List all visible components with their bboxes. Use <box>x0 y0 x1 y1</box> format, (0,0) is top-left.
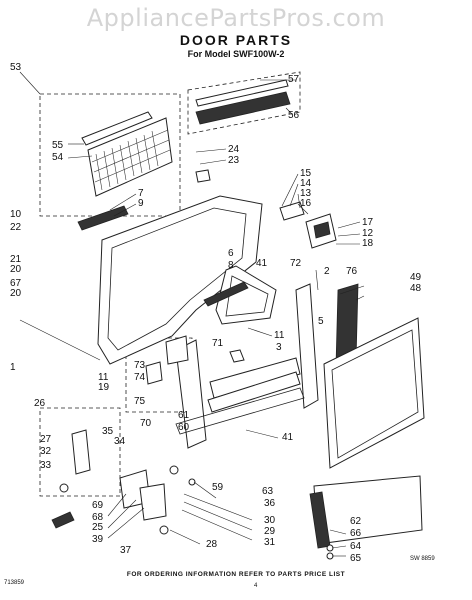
callout-5: 5 <box>318 316 324 327</box>
callout-59: 59 <box>212 482 224 493</box>
callout-2: 2 <box>324 266 330 277</box>
callout-61: 61 <box>178 410 190 421</box>
callout-11-b: 11 <box>98 372 109 383</box>
callout-75: 75 <box>134 396 146 407</box>
callout-24: 24 <box>228 144 240 155</box>
callout-9: 9 <box>138 198 144 209</box>
callout-72: 72 <box>290 258 302 269</box>
callout-56: 56 <box>288 110 300 121</box>
callout-14: 14 <box>300 178 312 189</box>
callout-66: 66 <box>350 528 362 539</box>
callout-28: 28 <box>206 539 218 550</box>
latch-assembly <box>279 201 337 249</box>
callout-49: 49 <box>410 272 422 283</box>
callout-65: 65 <box>350 553 362 564</box>
callout-55: 55 <box>52 140 64 151</box>
callout-48: 48 <box>410 283 422 294</box>
callout-70: 70 <box>140 418 152 429</box>
callout-8: 8 <box>228 260 234 271</box>
drawing-code: SW 8859 <box>410 556 435 562</box>
ordering-info: FOR ORDERING INFORMATION REFER TO PARTS … <box>126 571 346 578</box>
callout-67: 67 <box>10 278 22 289</box>
callout-19: 19 <box>98 382 110 393</box>
callout-54: 54 <box>52 152 64 163</box>
callout-32: 32 <box>40 446 52 457</box>
callout-41: 41 <box>256 258 268 269</box>
callout-16: 16 <box>300 198 312 209</box>
bottom-panel <box>309 475 423 549</box>
callout-10: 10 <box>10 209 22 220</box>
callout-17: 17 <box>362 217 374 228</box>
callout-25: 25 <box>92 522 104 533</box>
callout-37: 37 <box>120 545 132 556</box>
vent-bar <box>81 111 153 146</box>
inner-door-panel <box>77 169 263 365</box>
callout-23: 23 <box>228 155 240 166</box>
callout-63: 63 <box>262 486 274 497</box>
callout-26: 26 <box>34 398 46 409</box>
callout-20-b: 20 <box>10 288 22 299</box>
callout-73: 73 <box>134 360 146 371</box>
callout-15: 15 <box>300 168 312 179</box>
callout-30: 30 <box>264 515 276 526</box>
callout-64: 64 <box>350 541 362 552</box>
leader-lines <box>19 71 365 557</box>
callout-33: 33 <box>40 460 52 471</box>
callout-39: 39 <box>92 534 104 545</box>
callout-13: 13 <box>300 188 312 199</box>
callout-12: 12 <box>362 228 374 239</box>
callout-71: 71 <box>212 338 224 349</box>
callout-62: 62 <box>350 516 362 527</box>
callout-57: 57 <box>288 74 300 85</box>
callout-34: 34 <box>114 436 126 447</box>
callout-7: 7 <box>138 188 144 199</box>
door-handle <box>203 265 277 325</box>
callout-53: 53 <box>10 62 22 73</box>
model-subtitle: For Model SWF100W-2 <box>187 49 285 59</box>
callout-36: 36 <box>264 498 276 509</box>
callout-18: 18 <box>362 238 374 249</box>
page-title: DOOR PARTS <box>179 32 293 48</box>
callout-76: 76 <box>346 266 358 277</box>
top-trim <box>195 91 291 125</box>
outer-door-panel <box>323 283 425 469</box>
top-strip <box>195 79 289 107</box>
callout-35: 35 <box>102 426 114 437</box>
callout-6: 6 <box>228 248 234 259</box>
callout-60: 60 <box>178 422 190 433</box>
group-box-57 <box>187 71 301 135</box>
door-frame <box>175 283 319 449</box>
callout-29: 29 <box>264 526 276 537</box>
callout-3: 3 <box>276 342 282 353</box>
callout-1: 1 <box>10 362 16 373</box>
callout-21: 21 <box>10 254 22 265</box>
callout-11: 11 <box>274 330 285 341</box>
callout-41-b: 41 <box>282 432 294 443</box>
callout-20: 20 <box>10 264 22 275</box>
diagram-code: 713859 <box>4 580 25 586</box>
page-number: 4 <box>254 583 258 589</box>
vent-grille <box>87 117 173 197</box>
callout-69: 69 <box>92 500 104 511</box>
callout-22: 22 <box>10 222 22 233</box>
callout-68: 68 <box>92 512 104 523</box>
callout-27: 27 <box>40 434 52 445</box>
callout-31: 31 <box>264 537 276 548</box>
watermark: AppliancePartsPros.com <box>86 4 386 32</box>
callout-74: 74 <box>134 372 146 383</box>
